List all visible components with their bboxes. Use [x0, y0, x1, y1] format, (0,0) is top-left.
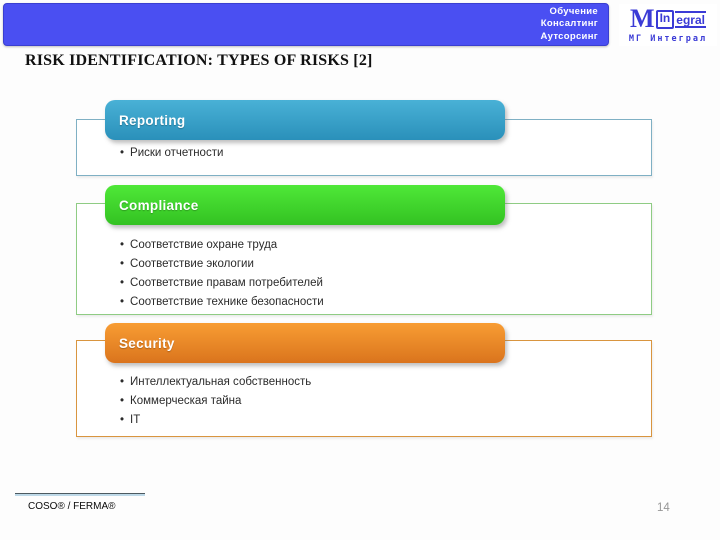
- logo-boxed-in: In: [655, 9, 675, 29]
- reporting-header-label: Reporting: [119, 112, 186, 128]
- list-item: Риски отчетности: [120, 144, 223, 163]
- compliance-bullet-list: Соответствие охране труда Соответствие э…: [120, 236, 324, 312]
- service-line-consulting: Консалтинг: [540, 18, 598, 30]
- logo-letter-m: M: [630, 4, 655, 33]
- list-item: IT: [120, 411, 311, 430]
- reporting-bullet-list: Риски отчетности: [120, 144, 223, 163]
- footer-divider: [15, 493, 145, 496]
- reporting-header-box: Reporting: [105, 100, 505, 140]
- page-title: RISK IDENTIFICATION: TYPES OF RISKS [2]: [25, 52, 373, 69]
- company-logo: M In egral МГ Интеграл: [619, 4, 717, 46]
- source-note: COSO® / FERMA®: [28, 501, 116, 512]
- logo-wordmark: M In egral: [630, 6, 706, 32]
- security-header-box: Security: [105, 323, 505, 363]
- list-item: Соответствие правам потребителей: [120, 274, 324, 293]
- company-services-list: Обучение Консалтинг Аутсорсинг: [541, 6, 609, 44]
- top-banner-bar: Обучение Консалтинг Аутсорсинг: [3, 3, 609, 46]
- list-item: Соответствие технике безопасности: [120, 293, 324, 312]
- service-line-outsourcing: Аутсорсинг: [540, 30, 598, 42]
- logo-caption: МГ Интеграл: [628, 34, 708, 44]
- service-line-training: Обучение: [549, 5, 598, 17]
- page-number: 14: [657, 502, 670, 514]
- logo-tail-text: egral: [675, 10, 706, 28]
- list-item: Коммерческая тайна: [120, 392, 311, 411]
- compliance-header-box: Compliance: [105, 185, 505, 225]
- list-item: Интеллектуальная собственность: [120, 373, 311, 392]
- compliance-header-label: Compliance: [119, 197, 199, 213]
- list-item: Соответствие экологии: [120, 255, 324, 274]
- security-header-label: Security: [119, 335, 175, 351]
- list-item: Соответствие охране труда: [120, 236, 324, 255]
- security-bullet-list: Интеллектуальная собственность Коммерчес…: [120, 373, 311, 430]
